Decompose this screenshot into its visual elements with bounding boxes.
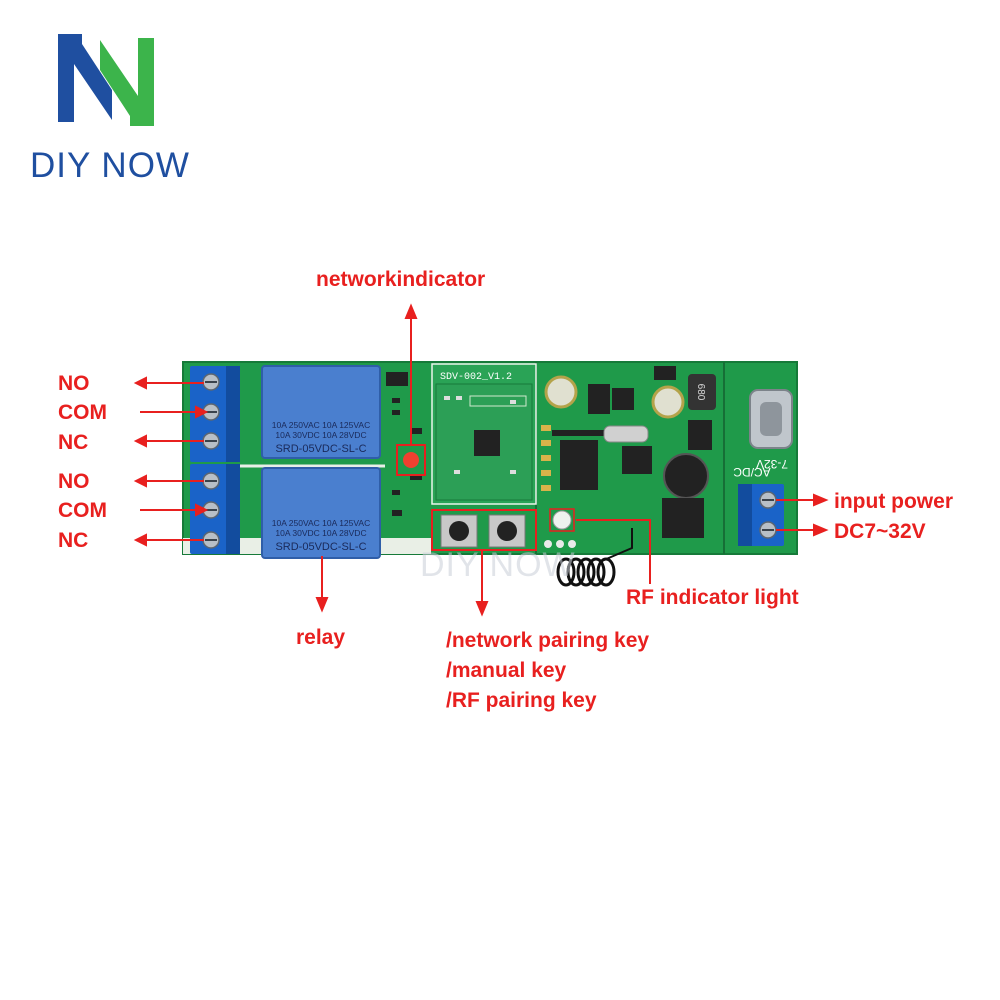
inductor bbox=[688, 374, 716, 410]
relay-1-rating-line1: 10A 250VAC 10A 125VAC bbox=[272, 420, 370, 430]
capacitor bbox=[663, 453, 709, 499]
network-indicator-label: networkindicator bbox=[316, 268, 486, 291]
terminal-block-2 bbox=[190, 464, 240, 554]
relay-2: 10A 250VAC 10A 125VAC 10A 30VDC 10A 28VD… bbox=[261, 467, 381, 559]
relay2-no-label: NO bbox=[58, 470, 90, 493]
relay1-nc-label: NC bbox=[58, 431, 89, 454]
relay1-com-label: COM bbox=[58, 401, 107, 424]
power-section: 7-32V AC/DC bbox=[733, 389, 793, 546]
voltage-label: 7-32V bbox=[756, 457, 788, 471]
rf-indicator-led bbox=[549, 508, 575, 532]
network-pairing-key-label: /network pairing key bbox=[446, 629, 650, 652]
relay-2-rating-line1: 10A 250VAC 10A 125VAC bbox=[272, 518, 370, 528]
rf-pairing-key-label: /RF pairing key bbox=[446, 689, 597, 712]
manual-key-label: /manual key bbox=[446, 659, 567, 682]
module-chip bbox=[474, 430, 500, 456]
antenna-coil bbox=[556, 528, 633, 587]
relay-1: 10A 250VAC 10A 125VAC 10A 30VDC 10A 28VD… bbox=[261, 365, 381, 459]
wifi-module: SDV-002_V1.2 bbox=[431, 363, 537, 505]
relay-1-rating-line2: 10A 30VDC 10A 28VDC bbox=[275, 430, 366, 440]
relay-label: relay bbox=[296, 626, 346, 649]
relay-2-model: SRD-05VDC-SL-C bbox=[275, 541, 366, 553]
module-label: SDV-002_V1.2 bbox=[440, 372, 512, 383]
pairing-keys bbox=[431, 509, 537, 551]
input-power-label: input power bbox=[834, 490, 953, 513]
relay-2-rating-line2: 10A 30VDC 10A 28VDC bbox=[275, 528, 366, 538]
relay1-no-label: NO bbox=[58, 372, 90, 395]
relay-1-model: SRD-05VDC-SL-C bbox=[275, 443, 366, 455]
watermark: DIY NOW bbox=[420, 546, 576, 584]
relay2-nc-label: NC bbox=[58, 529, 89, 552]
inductor-label: 680 bbox=[695, 384, 706, 401]
input-voltage-label: DC7~32V bbox=[834, 520, 926, 543]
rf-section-components: 680 bbox=[544, 366, 716, 538]
acdc-label: AC/DC bbox=[733, 465, 771, 479]
diy-now-logo-icon bbox=[58, 34, 154, 126]
rf-indicator-label: RF indicator light bbox=[626, 586, 799, 609]
relay2-com-label: COM bbox=[58, 499, 107, 522]
brand-name: DIY NOW bbox=[30, 146, 190, 185]
